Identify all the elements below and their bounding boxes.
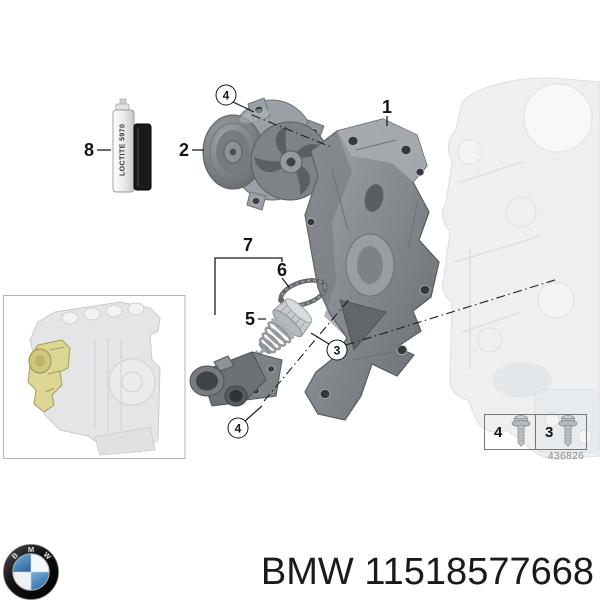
diagram-id: 436826 <box>548 451 585 462</box>
fastener-cell-3-label: 3 <box>545 423 554 441</box>
fastener-cell-3: 3 <box>536 415 586 449</box>
bmw-logo: B M W <box>2 544 60 600</box>
callout-circle-3: 3 <box>326 339 348 361</box>
water-pump <box>202 97 330 211</box>
fastener-cell-4-label: 4 <box>494 423 503 441</box>
logo-letter-b: B <box>10 550 21 561</box>
thermostat-housing <box>189 351 283 407</box>
thermostat-gasket <box>278 278 328 308</box>
inset-highlighted-part <box>27 339 71 413</box>
callout-label-6: 6 <box>276 260 288 280</box>
part-number-text: BMW 11518577668 <box>260 551 594 593</box>
fastener-cell-4: 4 <box>485 415 536 449</box>
logo-letter-m: M <box>28 545 34 554</box>
pump-bracket <box>304 118 440 421</box>
callout-circle-4-bottom: 4 <box>227 417 249 439</box>
callout-label-1: 1 <box>381 97 393 117</box>
callout-circle-4-top: 4 <box>215 84 237 106</box>
bmw-roundel-quadrants <box>12 553 50 591</box>
callout-label-7: 7 <box>242 235 254 255</box>
callout-label-8: 8 <box>83 140 95 160</box>
engine-location-inset <box>3 295 186 459</box>
callout-label-5: 5 <box>244 309 256 329</box>
leader-lines <box>97 101 559 422</box>
tube-label-text: LOCTITE 5970 <box>120 124 127 176</box>
sealant-tube: LOCTITE 5970 <box>112 98 152 193</box>
inset-engine-thumbnail <box>29 301 161 456</box>
callout-label-2: 2 <box>178 140 190 160</box>
engine-block-faded <box>441 77 600 460</box>
fastener-table: 4 3 <box>484 414 587 450</box>
thermostat <box>252 298 313 362</box>
